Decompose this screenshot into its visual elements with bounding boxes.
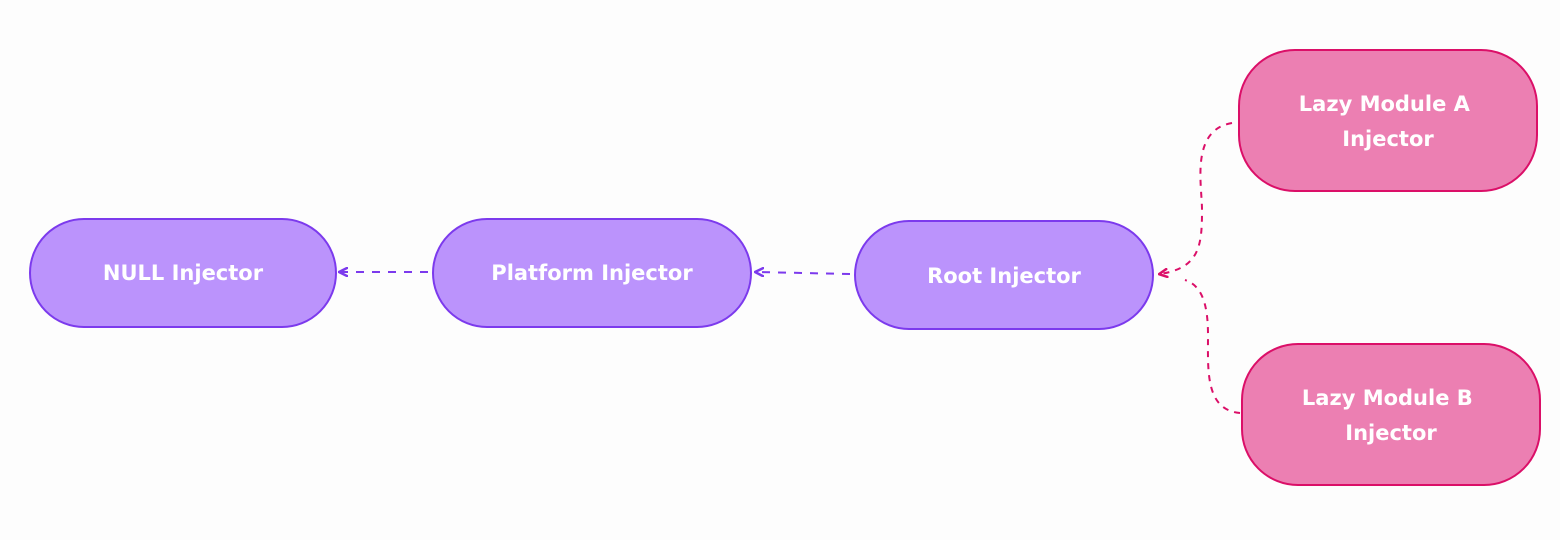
node-null-injector-label-line1: NULL Injector [103, 261, 264, 285]
node-platform-injector: Platform Injector [432, 218, 752, 328]
edge-root-to-platform [756, 272, 851, 274]
node-platform-injector-label-line1: Platform Injector [491, 261, 693, 285]
node-root-injector: Root Injector [854, 220, 1154, 330]
node-lazy-module-b-label-line1: Lazy Module B [1302, 386, 1473, 410]
node-platform-injector-label: Platform Injector [491, 261, 693, 285]
edge-lazy-b-to-root [1184, 279, 1241, 414]
node-null-injector-label: NULL Injector [103, 261, 264, 285]
node-lazy-module-b-label: Lazy Module B Injector [1302, 386, 1480, 445]
node-lazy-module-b-label-line2: Injector [1345, 421, 1437, 445]
node-root-injector-label-line1: Root Injector [927, 264, 1081, 288]
node-lazy-module-a-label: Lazy Module A Injector [1299, 92, 1477, 151]
node-root-injector-label: Root Injector [927, 264, 1081, 288]
node-null-injector: NULL Injector [29, 218, 337, 328]
node-lazy-module-a-label-line1: Lazy Module A [1299, 92, 1471, 116]
edge-lazy-a-to-root [1160, 122, 1233, 274]
node-lazy-module-a-injector: Lazy Module A Injector [1238, 49, 1538, 192]
node-lazy-module-a-label-line2: Injector [1342, 127, 1434, 151]
node-lazy-module-b-injector: Lazy Module B Injector [1241, 343, 1541, 486]
